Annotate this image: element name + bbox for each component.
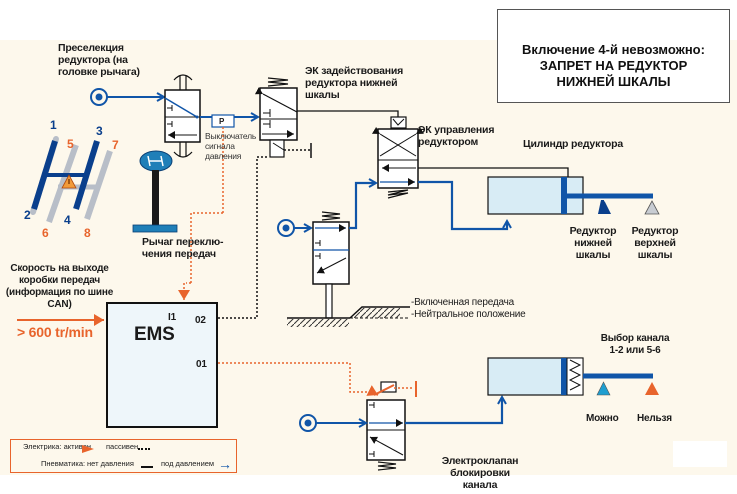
- legend-pneumatic: Пневматика:: [41, 459, 86, 468]
- reducer-low-label: Редуктор нижней шкалы: [569, 225, 617, 261]
- gear-lever: [132, 150, 178, 233]
- channel-lock-valve: [299, 381, 502, 471]
- title-line-3: НИЖНЕЙ ШКАЛЫ: [556, 74, 671, 89]
- cylinder-label: Цилиндр редуктора: [523, 138, 624, 150]
- legend-pressure-arrow-icon: →: [218, 456, 232, 472]
- preselection-valve: [164, 74, 258, 158]
- pressure-switch: [178, 114, 235, 300]
- status-title-box: Включение 4-й невозможно: ЗАПРЕТ НА РЕДУ…: [497, 9, 730, 103]
- speed-label: Скорость на выходе коробки передач (инфо…: [5, 263, 114, 310]
- legend-electric-passive: пассивен: [106, 442, 139, 451]
- preselection-air-source: [90, 88, 164, 106]
- legend-active-arrow-icon: [82, 445, 94, 453]
- ems-input-i1: I1: [168, 312, 176, 323]
- legend-electric-active: Электрика: активен: [23, 442, 92, 451]
- ek-engage-valve: [254, 77, 399, 158]
- title-line-2: ЗАПРЕТ НА РЕДУКТОР: [539, 58, 688, 73]
- gear-4: 4: [64, 213, 71, 227]
- blank-patch: [673, 441, 727, 467]
- gear-2: 2: [24, 208, 31, 222]
- channel-select-label: Выбор канала 1-2 или 5-6: [600, 333, 670, 356]
- gear-engaged-label: -Включенная передача: [411, 297, 515, 308]
- gear-3: 3: [96, 124, 103, 138]
- legend-under-pressure: под давлением: [161, 459, 215, 468]
- pressure-switch-box-label: P: [219, 117, 225, 126]
- gear-5: 5: [67, 137, 74, 151]
- ems-output-02: 02: [195, 315, 206, 326]
- legend-passive-line-icon: [138, 448, 150, 450]
- forbidden-label: Нельзя: [637, 413, 672, 424]
- reducer-cylinder: [487, 176, 660, 215]
- gear-shift-pattern: [30, 136, 113, 223]
- ek-control-valve: [371, 116, 569, 231]
- gear-6: 6: [42, 226, 49, 240]
- lever-label: Рычаг переклю- чения передач: [142, 236, 224, 260]
- ek-engage-label: ЭК задействования редуктора нижней шкалы: [305, 65, 404, 101]
- ek-control-label: ЭК управления редуктором: [418, 124, 495, 148]
- gear-1: 1: [50, 118, 57, 132]
- ems-unit: [17, 302, 379, 428]
- legend-no-pressure-line-icon: [141, 466, 153, 468]
- gear-detection-valve: [277, 183, 410, 327]
- reducer-high-label: Редуктор верхней шкалы: [631, 225, 679, 261]
- gear-8: 8: [84, 226, 91, 240]
- ems-name: EMS: [134, 324, 175, 345]
- neutral-label: -Нейтральное положение: [411, 309, 526, 320]
- legend-no-pressure: нет давления: [87, 459, 134, 468]
- pressure-switch-label: Выключатель сигнала давления: [205, 131, 257, 161]
- allowed-label: Можно: [586, 413, 619, 424]
- gear-7: 7: [112, 138, 119, 152]
- preselection-label: Преселекция редуктора (на головке рычага…: [58, 42, 140, 78]
- legend: Электрика: активен пассивен Пневматика: …: [10, 439, 237, 473]
- ems-output-01: 01: [196, 359, 207, 370]
- title-line-1: Включение 4-й невозможно:: [522, 42, 705, 57]
- speed-value: > 600 tr/min: [17, 324, 93, 340]
- channel-cylinder: [487, 357, 659, 396]
- ems-out02-signal: [218, 156, 268, 319]
- lock-valve-label: Электроклапан блокировки канала: [441, 455, 519, 491]
